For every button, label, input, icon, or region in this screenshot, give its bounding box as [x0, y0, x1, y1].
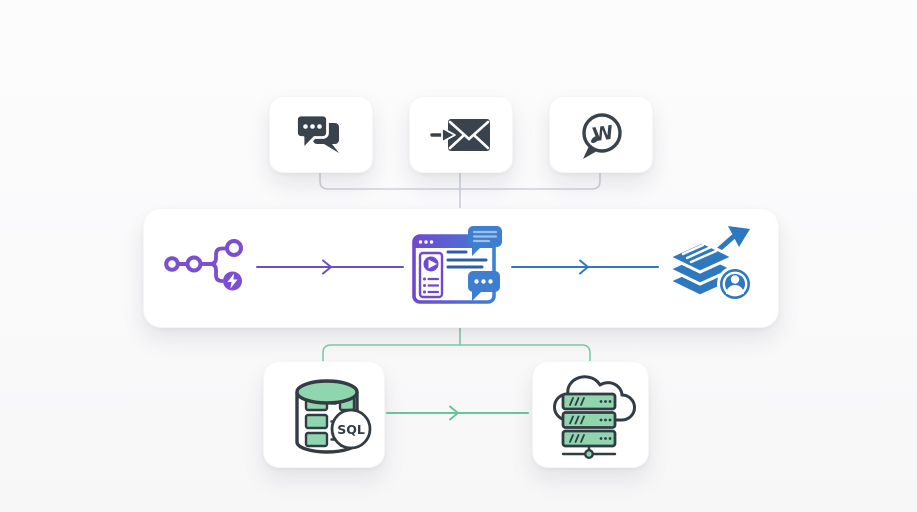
user-badge — [717, 266, 753, 302]
network-node — [561, 445, 617, 459]
sql-database-icon: SQL — [295, 378, 372, 454]
chat-bubble-bottom — [468, 271, 500, 301]
workflow-branch-lightning-icon — [164, 239, 243, 291]
channel-connectors — [319, 169, 601, 211]
storage-connectors — [322, 323, 591, 364]
whatsapp-icon: W — [582, 112, 622, 159]
sql-label: SQL — [337, 422, 365, 437]
channel-card-chat — [269, 96, 373, 173]
document-stack-user-arrow-icon — [667, 226, 753, 302]
arrow-database-to-cloud — [386, 405, 529, 421]
chat-messages-icon — [295, 113, 339, 153]
sql-badge: SQL — [330, 408, 372, 449]
app-window-chat-icon — [412, 226, 502, 304]
storage-card-database: SQL — [263, 361, 385, 468]
storage-card-cloud-servers — [532, 361, 649, 468]
chat-bubble-top — [468, 226, 502, 256]
channel-card-email — [409, 96, 513, 173]
channel-card-whatsapp: W — [549, 96, 653, 173]
incoming-email-icon — [430, 118, 490, 151]
cloud-server-rack-icon — [553, 374, 636, 459]
